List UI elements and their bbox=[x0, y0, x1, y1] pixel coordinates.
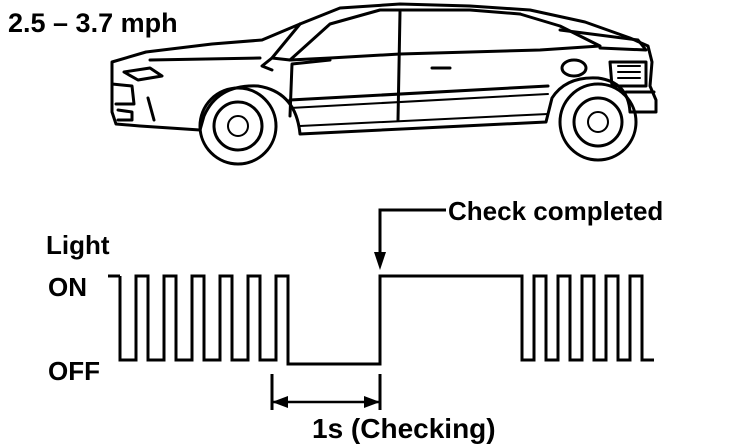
checking-duration-label: 1s (Checking) bbox=[312, 413, 496, 444]
light-axis-label: Light bbox=[46, 230, 110, 260]
on-level-label: ON bbox=[48, 272, 87, 302]
check-completed-label: Check completed bbox=[448, 196, 664, 226]
off-level-label: OFF bbox=[48, 356, 100, 386]
speed-range-label: 2.5 – 3.7 mph bbox=[8, 8, 178, 38]
